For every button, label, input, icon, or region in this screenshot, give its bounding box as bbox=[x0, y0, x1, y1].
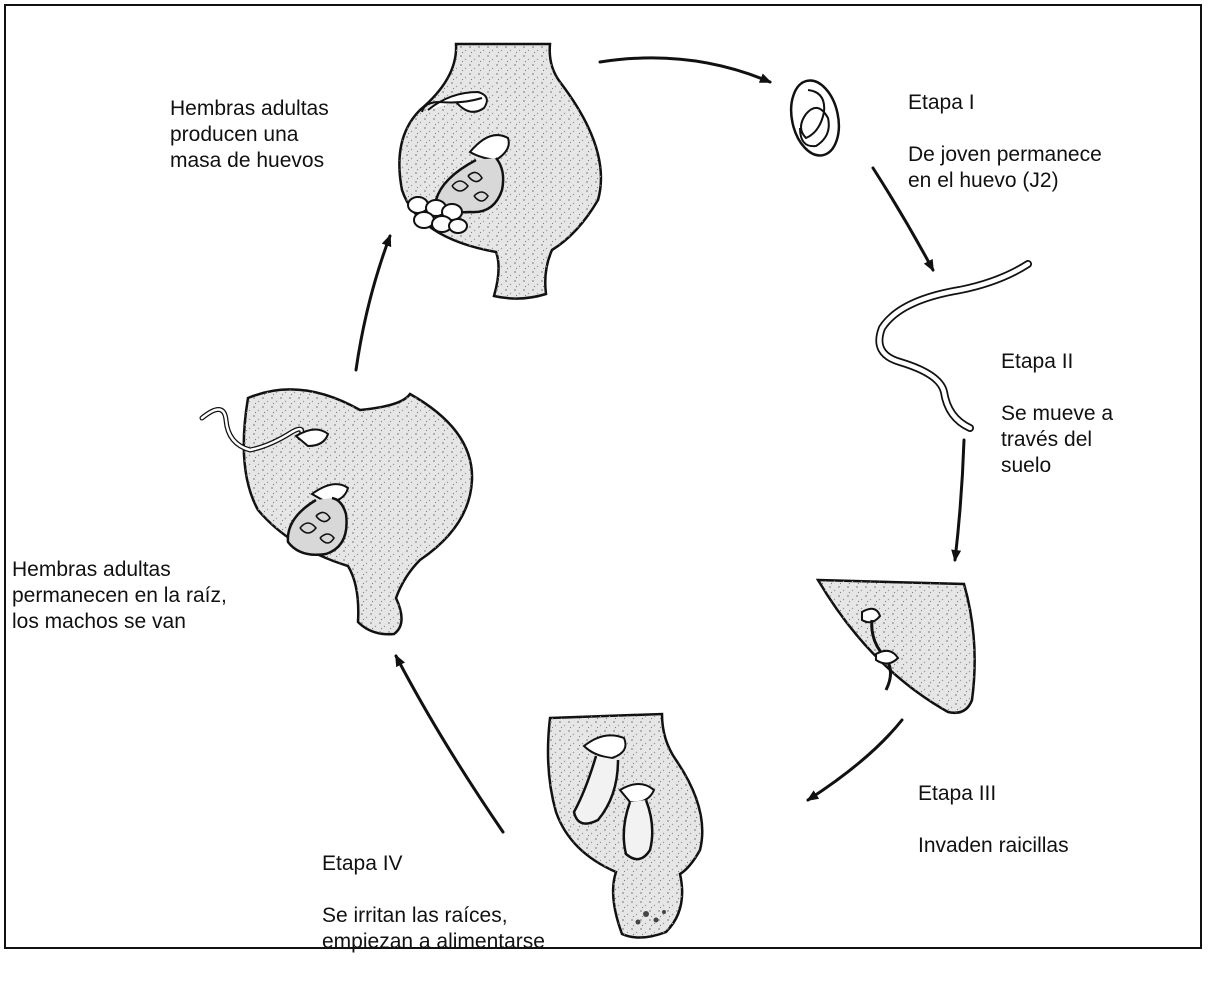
adult-females-remain-label: Hembras adultas permanecen en la raíz, l… bbox=[12, 557, 227, 635]
stage1-label: Etapa I De joven permanece en el huevo (… bbox=[908, 64, 1102, 220]
egg-with-juvenile-illustration bbox=[785, 76, 846, 160]
stage3-title: Etapa III bbox=[918, 781, 1069, 807]
arrow-stage3-to-stage4 bbox=[808, 720, 902, 800]
stage2-label: Etapa II Se mueve a través del suelo bbox=[1001, 323, 1113, 505]
arrow-eggmass-to-stage1 bbox=[600, 58, 770, 82]
stage1-description: De joven permanece en el huevo (J2) bbox=[908, 142, 1102, 194]
stage4-label: Etapa IV Se irritan las raíces, empiezan… bbox=[322, 825, 545, 981]
root-tip-invasion-illustration bbox=[818, 580, 975, 713]
root-with-egg-mass-illustration bbox=[399, 44, 601, 299]
stage3-description: Invaden raicillas bbox=[918, 833, 1069, 859]
root-with-adult-females-illustration bbox=[202, 389, 472, 634]
stage3-label: Etapa III Invaden raicillas bbox=[918, 755, 1069, 885]
stage2-title: Etapa II bbox=[1001, 349, 1113, 375]
root-feeding-illustration bbox=[548, 714, 702, 938]
stage2-description: Se mueve a través del suelo bbox=[1001, 401, 1113, 479]
stage1-title: Etapa I bbox=[908, 90, 1102, 116]
stage4-description: Se irritan las raíces, empiezan a alimen… bbox=[322, 903, 545, 955]
egg-mass-label: Hembras adultas producen una masa de hue… bbox=[170, 96, 329, 174]
arrow-stage2-to-stage3 bbox=[955, 440, 964, 560]
arrow-adults-to-eggmass bbox=[356, 236, 390, 370]
arrow-stage4-to-adults bbox=[396, 656, 503, 832]
stage4-title: Etapa IV bbox=[322, 851, 545, 877]
